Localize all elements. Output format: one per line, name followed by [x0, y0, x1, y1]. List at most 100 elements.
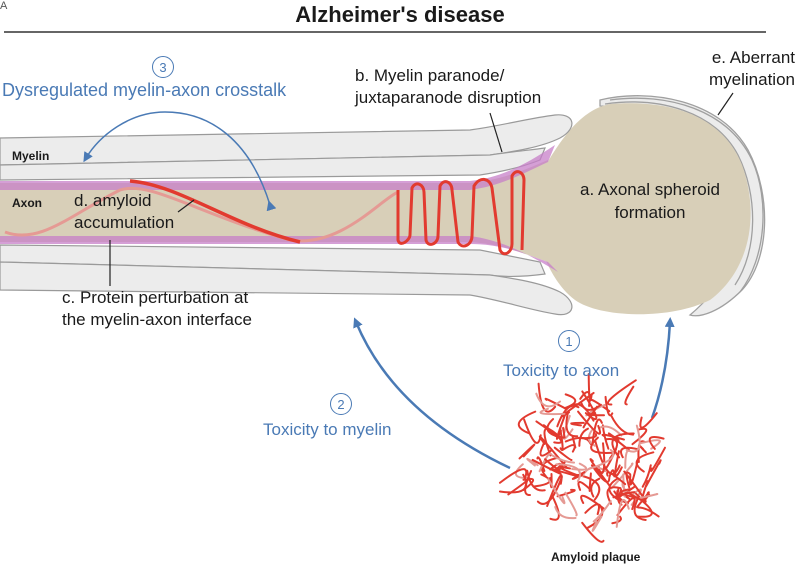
plaque-fibril [551, 454, 576, 464]
myelin-upper [0, 114, 573, 181]
page-title: Alzheimer's disease [295, 2, 505, 27]
plaque-fibril [554, 505, 577, 520]
plaque-fibril [590, 477, 601, 498]
plaque-fibril [580, 401, 602, 411]
crosstalk-arrow [83, 111, 277, 212]
plaque-fibril [592, 500, 612, 523]
amyloid-plaque [498, 373, 667, 543]
plaque-fibril [571, 462, 588, 471]
plaque-fibril [539, 407, 566, 416]
plaque-fibril [636, 501, 653, 518]
axon-label: Axon [12, 196, 42, 210]
plaque-fibril [526, 457, 539, 467]
plaque-fibril [570, 421, 585, 427]
plaque-fibril [624, 385, 635, 406]
plaque-fibril [637, 506, 660, 518]
plaque-fibril [536, 456, 546, 472]
plaque-fibril [591, 515, 603, 532]
plaque-fibril [631, 427, 648, 446]
label-a-line2: formation [614, 203, 686, 222]
plaque-fibril [612, 491, 636, 499]
plaque-fibril [650, 446, 667, 472]
plaque-fibril [526, 469, 546, 492]
plaque-fibril [533, 473, 551, 488]
plaque-fibril [544, 397, 567, 410]
plaque-fibril [549, 495, 560, 521]
pathway-2-badge: 2 [330, 393, 352, 415]
plaque-fibril [625, 424, 641, 453]
plaque-fibril [619, 446, 640, 459]
plaque-fibril [616, 497, 636, 517]
plaque-fibril [547, 478, 566, 505]
plaque-fibril [594, 440, 621, 475]
plaque-fibril [648, 436, 665, 450]
plaque-fibril [590, 436, 615, 454]
plaque-fibril [564, 491, 578, 517]
plaque-fibril [561, 444, 576, 453]
plaque-fibril [556, 488, 576, 498]
plaque-fibril [635, 451, 655, 473]
plaque-fibril [606, 379, 637, 406]
label-d-line1: d. amyloid [74, 191, 152, 210]
plaque-fibril [611, 432, 635, 459]
plaque-fibril [524, 470, 533, 497]
plaque-fibril [578, 427, 589, 447]
plaque-fibril [639, 412, 658, 429]
plaque-fibril [535, 392, 562, 408]
plaque-fibril [546, 418, 565, 439]
pathway-1-label: Toxicity to axon [503, 361, 620, 380]
plaque-fibril [610, 462, 634, 490]
plaque-fibril [639, 492, 659, 500]
plaque-fibril [577, 410, 602, 435]
toxicity-axon-arrow [650, 317, 675, 419]
plaque-fibril [565, 411, 579, 438]
myelin-lower [0, 244, 573, 316]
plaque-fibril [553, 446, 573, 462]
plaque-fibril [498, 468, 528, 484]
plaque-fibril [582, 405, 599, 429]
plaque-fibril [555, 412, 567, 440]
plaque-fibril [538, 452, 553, 473]
label-b-line1: b. Myelin paranode/ [355, 66, 505, 85]
plaque-fibril [584, 503, 600, 516]
paranode-bands [0, 145, 558, 272]
plaque-fibril [591, 418, 603, 446]
toxicity-myelin-arrow [353, 317, 511, 470]
plaque-fibril [517, 410, 537, 435]
leader-e [717, 92, 734, 116]
plaque-fibril [604, 395, 614, 417]
plaque-fibril [587, 373, 593, 402]
label-b-line2: juxtaparanode disruption [355, 88, 542, 107]
plaque-fibril [597, 425, 623, 437]
plaque-fibril [645, 459, 662, 488]
plaque-fibril [563, 393, 577, 410]
plaque-fibril [626, 491, 644, 502]
plaque-label: Amyloid plaque [551, 550, 641, 564]
plaque-fibril [641, 464, 652, 488]
plaque-fibril [610, 414, 635, 436]
pathway-2-label: Toxicity to myelin [263, 420, 392, 439]
plaque-fibril [633, 495, 647, 521]
label-a-line1: a. Axonal spheroid [580, 180, 720, 199]
plaque-fibril [542, 424, 563, 444]
plaque-fibril [518, 443, 536, 460]
plaque-fibril [544, 458, 561, 471]
label-e-line2: myelination [709, 70, 795, 89]
plaque-fibril [587, 448, 615, 471]
plaque-fibril [588, 472, 592, 492]
plaque-fibril [606, 486, 622, 505]
amyloid-coil [396, 170, 526, 256]
label-c-line1: c. Protein perturbation at [62, 288, 249, 307]
axonal-spheroid [540, 103, 751, 315]
label-e-line1: e. Aberrant [711, 48, 795, 67]
plaque-fibril [552, 468, 578, 477]
plaque-fibril [579, 433, 598, 440]
plaque-fibril [562, 426, 566, 439]
plaque-fibril [589, 458, 611, 487]
plaque-fibril [559, 466, 581, 477]
plaque-fibril [638, 444, 647, 454]
plaque-fibril [616, 487, 623, 500]
plaque-fibril [615, 498, 630, 528]
label-c-line2: the myelin-axon interface [62, 310, 252, 329]
